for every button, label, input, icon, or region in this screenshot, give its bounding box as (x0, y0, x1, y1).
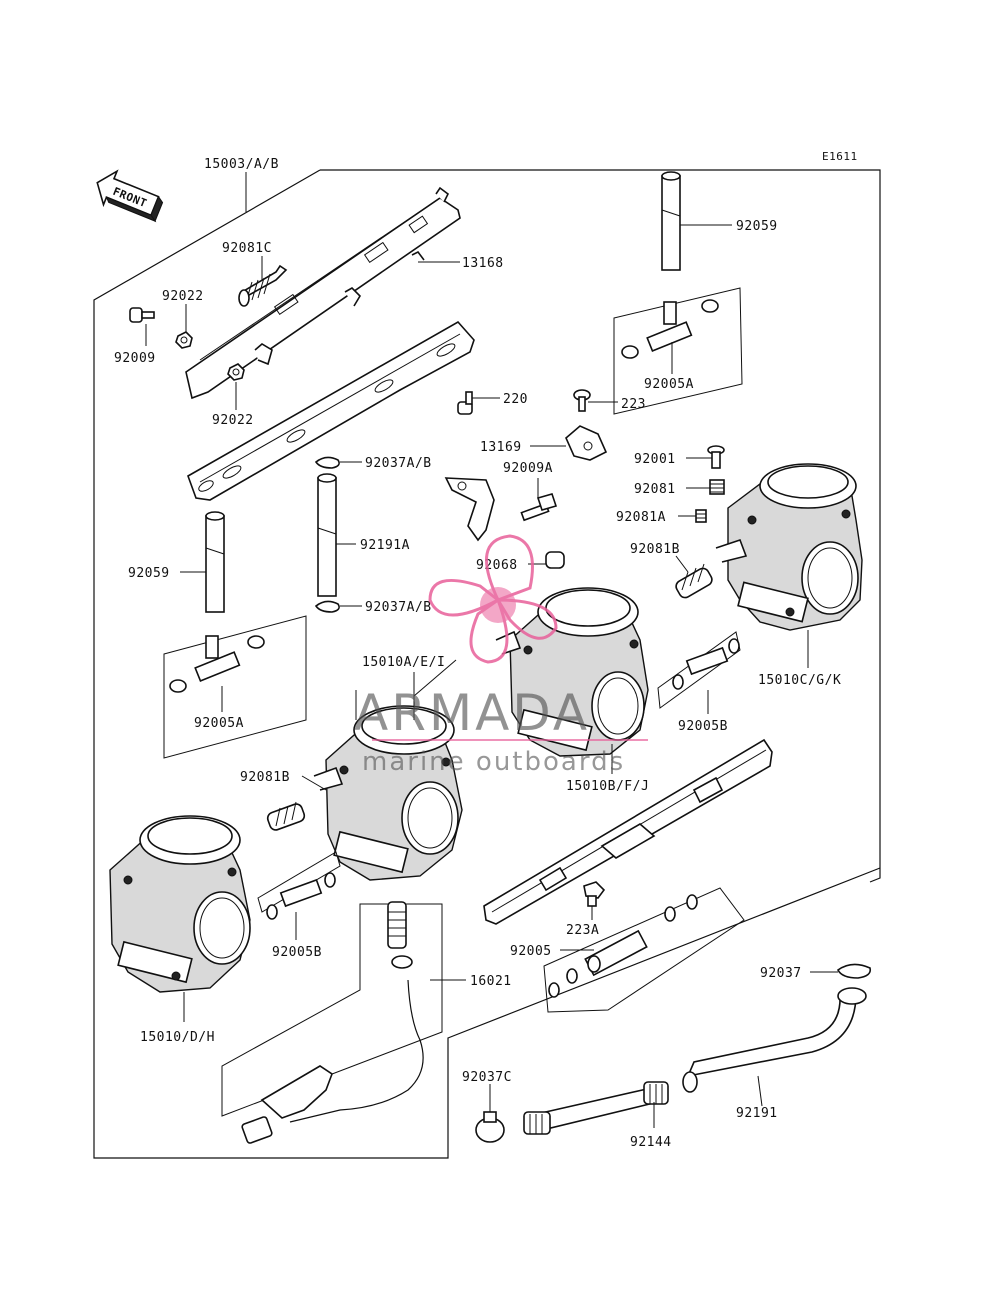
label-92005b-left: 92005B (272, 945, 322, 960)
label-15010bfj: 15010B/F/J (566, 779, 649, 794)
spring-92081b-right-icon (675, 563, 713, 599)
carburetor-15010dh (109, 815, 251, 993)
screw-223a-icon (583, 881, 606, 907)
leader-lines (145, 172, 838, 1128)
label-15003: 15003/A/B (204, 157, 279, 172)
clamp-92037-icon (836, 963, 872, 979)
fitting-group-92005 (543, 887, 745, 1013)
label-92005b-right: 92005B (678, 719, 728, 734)
screw-220-icon (457, 391, 473, 415)
fitting-group-92005a-right (613, 287, 743, 415)
carburetor-15010bfj (495, 587, 649, 757)
nut-92022-lower-icon (227, 363, 245, 381)
bracket-lower (187, 320, 475, 501)
link-13169-icon (565, 425, 608, 461)
label-92081: 92081 (634, 482, 676, 497)
label-15010cgk: 15010C/G/K (758, 673, 841, 688)
carburetor-15010aei (313, 705, 463, 881)
label-223: 223 (621, 397, 646, 412)
carburetor-15010cgk (715, 463, 863, 631)
watermark-logo: ARMADA marine outboards (354, 534, 648, 777)
label-92022-lower: 92022 (212, 413, 254, 428)
tube-92059-top-icon (661, 171, 681, 271)
label-92068: 92068 (476, 558, 518, 573)
label-92022-upper: 92022 (162, 289, 204, 304)
label-92005a-left: 92005A (194, 716, 244, 731)
label-92005: 92005 (510, 944, 552, 959)
watermark-tagline: marine outboards (362, 747, 625, 777)
screw-92009a-icon (520, 493, 558, 522)
bolt-92009-icon (129, 307, 155, 323)
nut-92022-upper-icon (175, 331, 193, 349)
label-92081b-left: 92081B (240, 770, 290, 785)
assembly-boundary-left (93, 169, 881, 1159)
label-92191: 92191 (736, 1106, 778, 1121)
label-92081b-right: 92081B (630, 542, 680, 557)
label-220: 220 (503, 392, 528, 407)
label-92059-left: 92059 (128, 566, 170, 581)
screw-92001-icon (707, 445, 725, 469)
spring-92081-icon (709, 479, 725, 495)
label-92081c: 92081C (222, 241, 272, 256)
tube-92144-icon (523, 1081, 669, 1135)
spring-92081a-icon (695, 509, 707, 523)
label-92081a: 92081A (616, 510, 666, 525)
label-92144: 92144 (630, 1135, 672, 1150)
cap-92068-icon (545, 551, 565, 569)
fitting-group-92005a-left (163, 615, 307, 759)
bracket-upper (185, 186, 461, 400)
label-15010dh: 15010/D/H (140, 1030, 215, 1045)
label-16021: 16021 (470, 974, 512, 989)
label-13169: 13169 (480, 440, 522, 455)
label-92059-top: 92059 (736, 219, 778, 234)
label-92191a: 92191A (360, 538, 410, 553)
label-92009: 92009 (114, 351, 156, 366)
fitting-group-92005b-right (657, 631, 741, 709)
label-13168: 13168 (462, 256, 504, 271)
bracket-lower-right (483, 738, 773, 925)
tube-92191a-icon (317, 473, 337, 597)
label-15010aei: 15010A/E/I (362, 655, 445, 670)
front-arrow-icon: FRONT (96, 169, 164, 223)
label-92037ab-mid: 92037A/B (365, 600, 432, 615)
fitting-group-92005b-left (257, 851, 341, 920)
spring-92081b-left-icon (266, 801, 306, 831)
tube-92059-left-icon (205, 511, 225, 613)
assembly-boundary (320, 169, 881, 883)
cable-16021 (221, 901, 443, 1144)
throttle-link-icon (444, 477, 495, 542)
spring-92081c-icon (238, 264, 288, 307)
diagram-id: E1611 (822, 150, 858, 163)
label-92037ab-top: 92037A/B (365, 456, 432, 471)
hose-92191-icon (682, 987, 867, 1093)
label-92009a: 92009A (503, 461, 553, 476)
clamp-92037ab-top-icon (314, 456, 340, 469)
screw-223-icon (573, 389, 591, 412)
label-92001: 92001 (634, 452, 676, 467)
label-92005a-right: 92005A (644, 377, 694, 392)
label-92037c: 92037C (462, 1070, 512, 1085)
label-223a: 223A (566, 923, 599, 938)
callout-labels: 15003/A/B 92081C 13168 92059 92022 92009… (114, 157, 841, 1150)
clamp-92037ab-mid-icon (314, 600, 340, 613)
clamp-92037c-icon (475, 1111, 505, 1143)
label-92037: 92037 (760, 966, 802, 981)
propeller-icon (428, 534, 558, 664)
watermark-brand: ARMADA (354, 684, 590, 742)
